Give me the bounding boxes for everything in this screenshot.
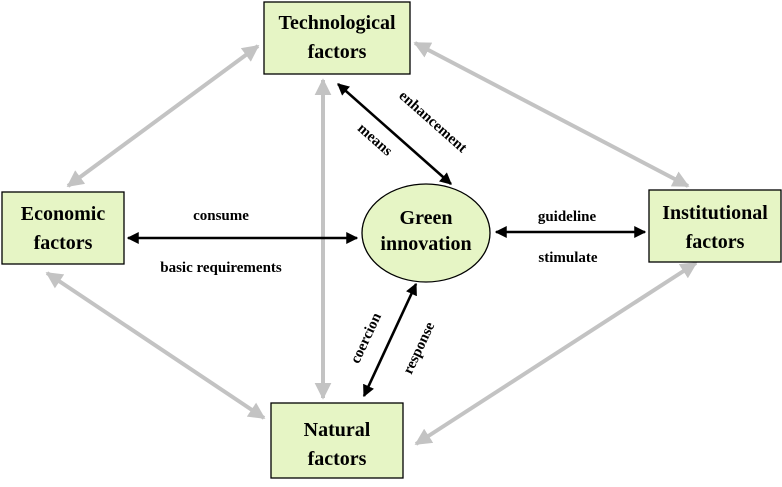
institutional-line2: factors	[686, 231, 745, 253]
arrow-natural-institutional	[414, 261, 698, 446]
economic-factors-node: Economic factors	[1, 191, 125, 265]
economic-line1: Economic	[21, 203, 106, 225]
technological-line2: factors	[308, 41, 367, 63]
institutional-line1: Institutional	[662, 202, 768, 224]
arrow-green-natural	[362, 282, 418, 398]
natural-factors-node: Natural factors	[270, 402, 404, 479]
label-coercion: coercion	[348, 310, 386, 366]
technological-line1: Technological	[278, 12, 395, 34]
label-means: means	[354, 120, 395, 159]
arrow-technological-institutional	[413, 41, 690, 188]
green-line2: innovation	[380, 233, 471, 255]
economic-line2: factors	[34, 232, 93, 254]
arrow-technological-green	[337, 83, 452, 185]
natural-line2: factors	[308, 448, 367, 470]
label-guideline: guideline	[538, 209, 597, 225]
label-stimulate: stimulate	[538, 250, 598, 266]
arrow-economic-technological	[66, 44, 260, 188]
technological-factors-node: Technological factors	[263, 1, 411, 75]
green-line1: Green	[400, 207, 453, 229]
natural-line1: Natural	[304, 419, 371, 441]
arrow-economic-natural	[45, 271, 266, 420]
label-response: response	[400, 319, 438, 376]
label-basic-requirements: basic requirements	[160, 260, 282, 276]
green-innovation-node: Green innovation	[361, 183, 491, 283]
institutional-factors-node: Institutional factors	[648, 189, 782, 263]
label-consume: consume	[193, 208, 249, 224]
